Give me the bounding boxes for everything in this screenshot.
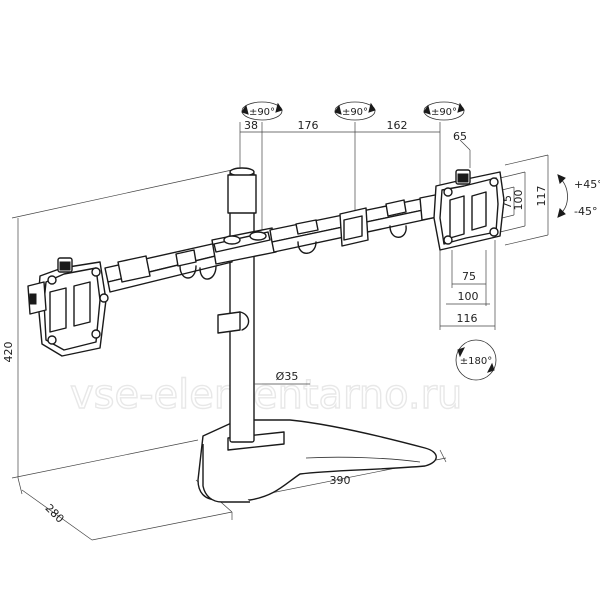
right-vesa-plate [433,169,505,251]
dim-38: 38 [244,119,258,132]
dim-diameter-35: Ø35 [276,370,299,383]
rotation-joint-3-icon: ±90° [423,101,465,121]
rotation-joint-1-icon: ±90° [241,101,283,121]
dim-280: 280 [42,502,66,526]
dim-162: 162 [387,119,408,132]
dim-100-h: 100 [458,290,479,303]
tilt-up-label: +45° [574,178,600,191]
dim-116: 116 [457,312,478,325]
stand-base [197,419,437,503]
dim-176: 176 [298,119,319,132]
rotation-joint-2-label: ±90° [342,107,368,118]
watermark-text: vse-elementarno.ru [70,372,462,418]
dim-75-h: 75 [462,270,476,283]
rotation-joint-1-label: ±90° [249,107,275,118]
rotation-joint-3-label: ±90° [431,107,457,118]
dim-65: 65 [453,130,467,143]
dim-420: 420 [2,342,15,363]
tilt-down-label: -45° [574,205,597,218]
swivel-180-icon: ±180° [455,339,497,381]
dim-100-v: 100 [512,190,525,211]
tilt-icon: +45° -45° [557,174,600,218]
rotation-joint-2-icon: ±90° [334,101,376,121]
arm-assembly [104,193,443,293]
dim-390: 390 [330,474,351,487]
left-vesa-plate [27,257,109,357]
dim-75-v: 75 [501,195,514,209]
dim-117: 117 [535,186,548,207]
swivel-label: ±180° [460,356,492,367]
